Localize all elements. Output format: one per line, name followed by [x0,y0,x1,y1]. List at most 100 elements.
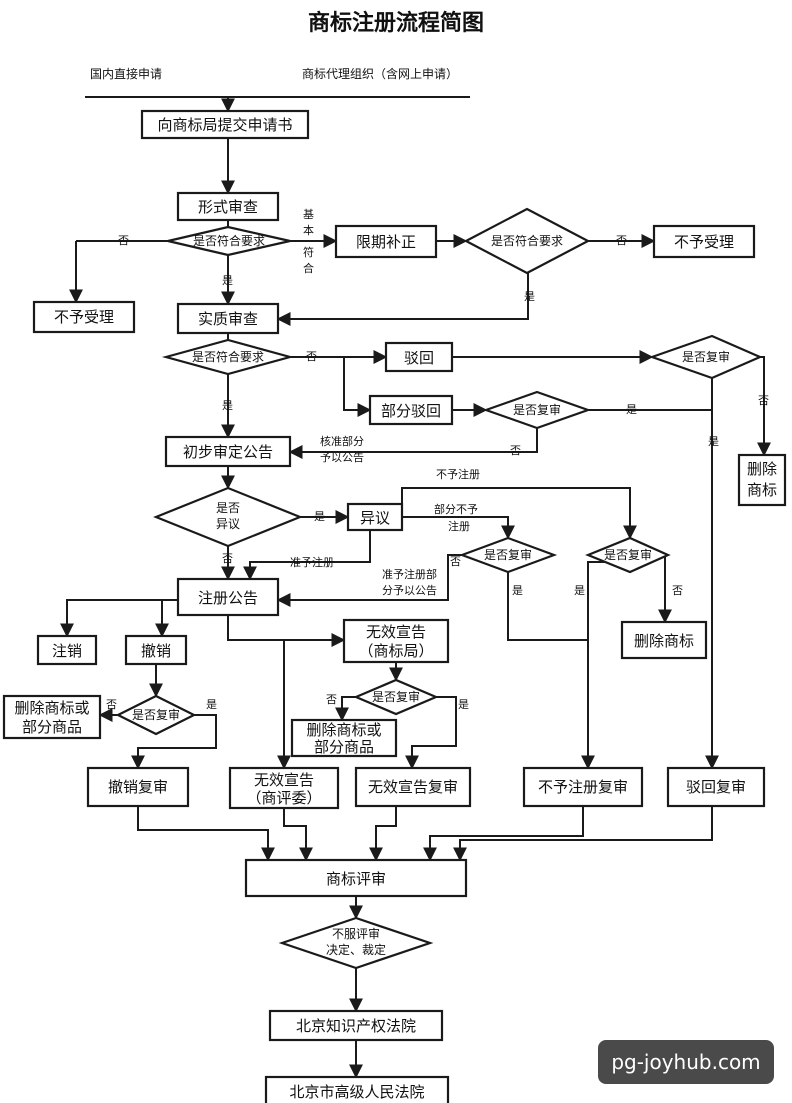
label-no-5: 否 [510,444,521,457]
box-formal-exam-label: 形式审查 [198,198,258,216]
box-submit: 向商标局提交申请书 [140,109,310,140]
label-yes-6: 是 [314,510,325,523]
box-invalid-office-line1: 无效宣告 [366,623,426,641]
diamond-dissatisfied: 不服评审 决定、裁定 [278,916,434,970]
box-invalid-office: 无效宣告 （商标局） [342,618,450,664]
label-yes-7: 是 [512,584,523,597]
label-no-3: 否 [306,350,317,363]
label-no-9: 否 [106,698,117,711]
diamond-review-4-label: 是否复审 [604,547,652,562]
box-delete-partial-1-line1: 删除商标或 [14,699,89,717]
diamond-meets-req-1: 是否符合要求 [167,225,291,257]
box-tm-review: 商标评审 [244,858,468,898]
box-beijing-ip-court: 北京知识产权法院 [268,1009,444,1042]
box-invalid-committee: 无效宣告 （商评委） [228,766,340,810]
label-partial-refuse-2: 注册 [448,519,470,533]
box-invalid-review-label: 无效宣告复审 [368,778,458,796]
box-substantive-exam-label: 实质审查 [198,310,258,328]
box-delete-mark-2-label: 删除商标 [634,632,694,650]
diamond-review-3-label: 是否复审 [484,547,532,562]
box-delete-mark-2: 删除商标 [620,620,708,660]
diamond-dissatisfied-line2: 决定、裁定 [326,942,386,957]
box-substantive-exam: 实质审查 [176,302,280,335]
diamond-review-1: 是否复审 [648,334,763,380]
edge-labels: 否 基 本 符 合 否 是 是 否 否 是 是 是 核准部分 予以公告 否 不予… [106,208,769,711]
label-no-8: 否 [672,584,683,597]
label-basic-4: 合 [303,261,314,275]
label-yes-1: 是 [222,274,233,287]
box-delete-partial-1-line2: 部分商品 [22,718,82,736]
box-revoke: 撤销 [124,634,188,666]
box-registration-publish-label: 注册公告 [198,589,258,607]
box-invalid-office-line2: （商标局） [358,642,433,660]
box-submit-label: 向商标局提交申请书 [157,116,292,134]
box-objection: 异议 [346,502,404,532]
box-rebut-review: 驳回复审 [666,766,766,808]
box-reject-accept-right: 不予受理 [652,224,756,259]
label-approve-partial-2: 分予以公告 [382,584,437,597]
label-basic-3: 符 [303,246,314,259]
diamond-review-5-label: 是否复审 [132,707,180,722]
label-yes-2: 是 [524,290,535,303]
diamond-review-2-label: 是否复审 [513,402,561,417]
label-no-4: 否 [758,394,769,407]
diamond-meets-req-2: 是否符合要求 [463,207,591,275]
box-revoke-review: 撤销复审 [86,766,190,808]
box-delete-mark-1-line1: 删除 [747,460,777,478]
label-yes-3: 是 [626,403,637,416]
box-deadline-fix-label: 限期补正 [356,233,416,251]
box-delete-partial-2: 删除商标或 部分商品 [290,718,398,758]
label-no-1: 否 [118,234,129,247]
label-approve-partial-1: 准予注册部 [382,567,437,581]
diamond-objection-line2: 异议 [216,517,240,531]
box-rebut-label: 驳回 [404,349,434,367]
diamond-review-5: 是否复审 [115,694,197,736]
label-approved-partial-1: 核准部分 [320,434,364,448]
label-no-2: 否 [616,234,627,247]
diamond-dissatisfied-line1: 不服评审 [332,926,380,941]
box-beijing-high-court: 北京市高级人民法院 [264,1075,450,1103]
diamond-review-6: 是否复审 [353,678,439,716]
diamond-meets-req-1-label: 是否符合要求 [193,233,265,248]
diamond-meets-req-3-label: 是否符合要求 [192,349,264,364]
box-registration-publish: 注册公告 [176,577,280,617]
diamond-review-2: 是否复审 [482,390,592,430]
box-refuse-reg-review: 不予注册复审 [522,766,644,808]
diamond-meets-req-3: 是否符合要求 [161,338,295,376]
box-delete-partial-2-line2: 部分商品 [314,738,374,756]
box-partial-rebut-label: 部分驳回 [381,402,441,420]
label-partial-refuse-1: 部分不予 [434,502,478,516]
label-refuse-reg: 不予注册 [436,467,480,481]
box-prelim-publish-label: 初步审定公告 [183,443,273,461]
diamond-meets-req-2-label: 是否符合要求 [491,233,563,248]
box-tm-review-label: 商标评审 [326,870,386,888]
label-basic-2: 本 [303,223,314,237]
box-revoke-label: 撤销 [141,642,171,660]
box-rebut: 驳回 [384,341,454,373]
source-domestic: 国内直接申请 [90,66,162,81]
box-delete-mark-1-line2: 商标 [747,481,777,499]
box-delete-partial-1: 删除商标或 部分商品 [2,694,102,740]
label-yes-9: 是 [206,698,217,711]
box-deadline-fix: 限期补正 [334,224,438,259]
source-agency: 商标代理组织（含网上申请） [302,66,458,81]
diamond-objection: 是否 异议 [153,486,303,548]
label-no-10: 否 [326,693,337,706]
box-refuse-reg-review-label: 不予注册复审 [538,778,628,796]
watermark: pg-joyhub.com [598,1040,774,1084]
diamond-review-6-label: 是否复审 [372,689,420,704]
label-yes-4: 是 [222,399,233,412]
box-cancel-registration-label: 注销 [52,642,82,660]
box-objection-label: 异议 [360,509,390,527]
label-no-7: 否 [450,555,461,568]
box-formal-exam: 形式审查 [176,191,280,222]
box-reject-accept-left: 不予受理 [32,300,136,334]
box-beijing-high-court-label: 北京市高级人民法院 [289,1083,424,1101]
box-invalid-committee-line1: 无效宣告 [254,771,314,789]
connectors [60,96,771,1079]
label-basic-1: 基 [303,208,314,221]
label-approve-reg: 准予注册 [290,555,334,569]
diamond-review-4: 是否复审 [585,536,671,574]
diamond-review-1-label: 是否复审 [682,349,730,364]
